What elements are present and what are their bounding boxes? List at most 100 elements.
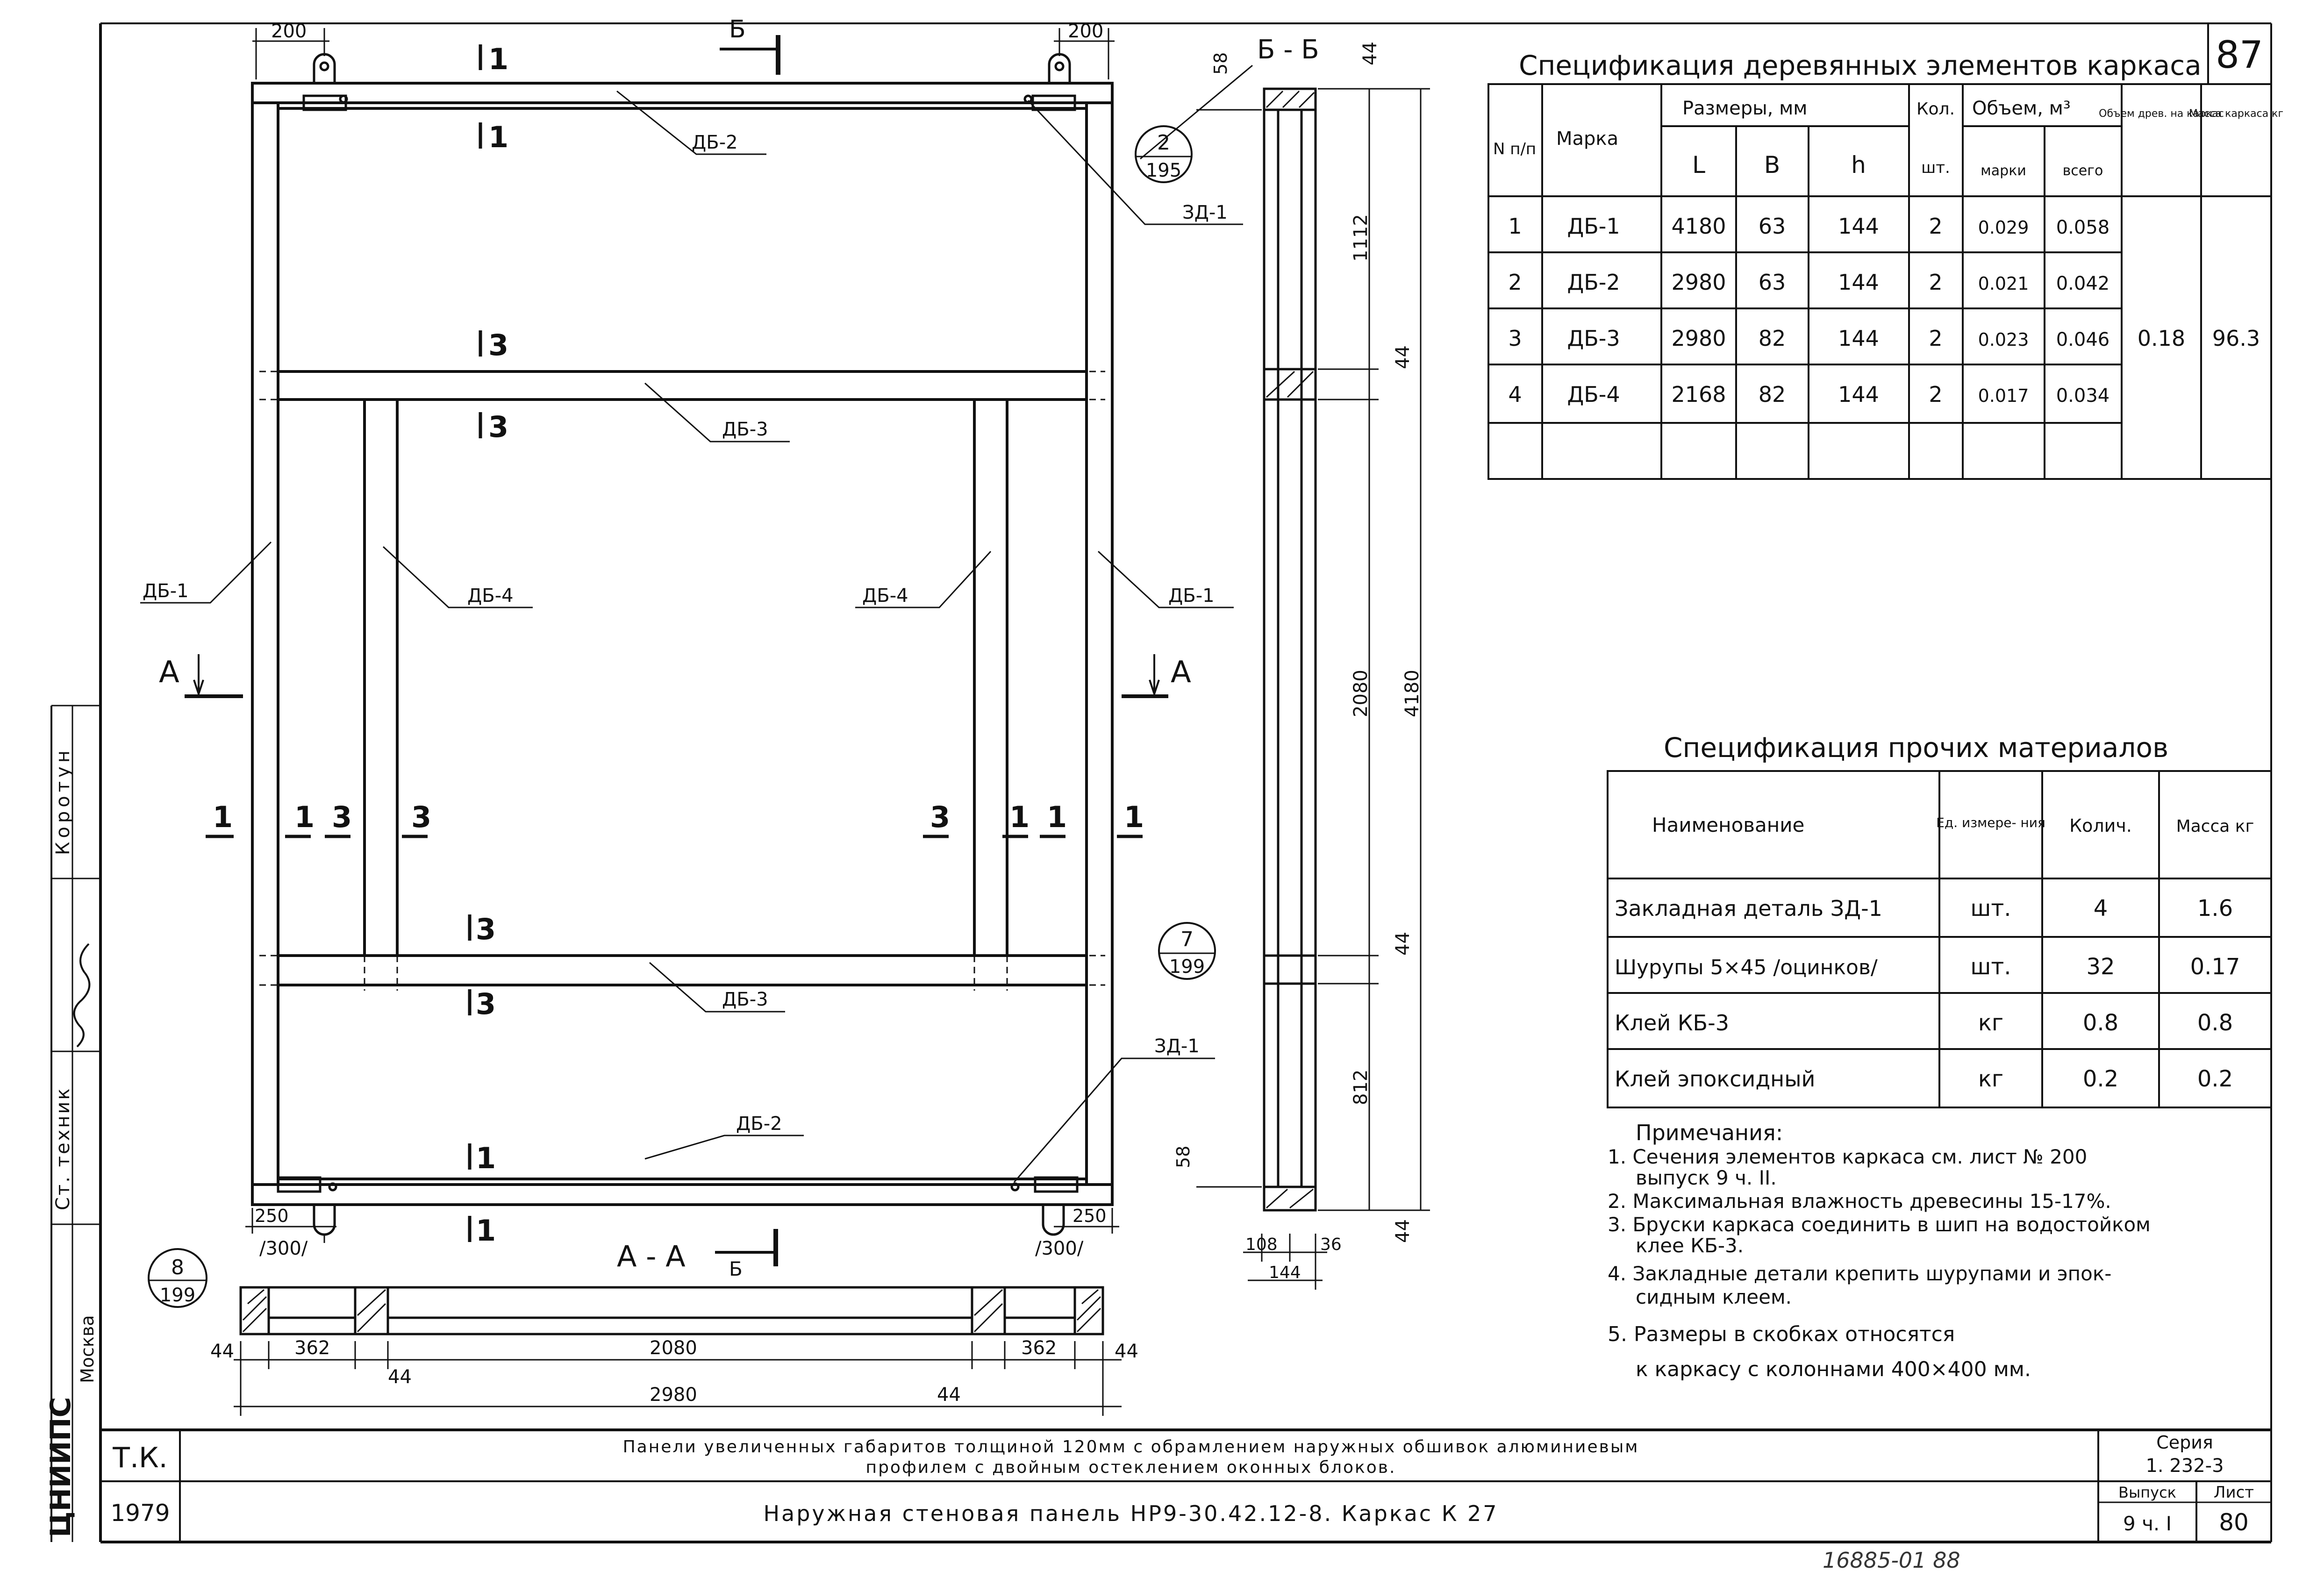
svg-text:144: 144: [1838, 382, 1879, 407]
svg-text:2: 2: [1929, 214, 1942, 239]
sheet-frame: [50, 22, 2272, 1543]
tb-sheet-label: Лист: [2214, 1483, 2254, 1502]
table-row: 2 ДБ-2 2980 63 144 2 0.021 0.042: [1508, 270, 2109, 295]
svg-text:4180: 4180: [1671, 214, 1726, 239]
note-line: выпуск 9 ч. II.: [1636, 1166, 1777, 1189]
svg-text:4: 4: [2094, 895, 2108, 921]
dim-bb-812: 812: [1350, 1070, 1372, 1105]
svg-text:144: 144: [1838, 270, 1879, 295]
svg-text:2168: 2168: [1671, 382, 1726, 407]
svg-text:ДБ-3: ДБ-3: [1567, 326, 1620, 351]
svg-text:0.034: 0.034: [2056, 385, 2110, 407]
svg-text:2: 2: [1929, 270, 1942, 295]
hdr-sizes: Размеры, мм: [1682, 98, 1807, 119]
svg-text:0.058: 0.058: [2056, 217, 2110, 238]
hdr-unit: Ед. измере- ния: [1936, 815, 2045, 830]
dim-200-right: 200: [1068, 21, 1103, 42]
stamp-role: Ст. техник: [52, 1086, 74, 1210]
footer-handwriting: 16885-01 88: [1823, 1548, 1960, 1573]
svg-text:63: 63: [1759, 214, 1786, 239]
notes: Примечания: 1. Сечения элементов каркаса…: [1608, 1120, 2151, 1381]
svg-text:4: 4: [1508, 382, 1522, 407]
corner-sheet-number: 87: [2216, 33, 2263, 77]
dim-bb-4180: 4180: [1402, 670, 1423, 717]
pos-mark: 3: [930, 800, 950, 834]
svg-text:0.17: 0.17: [2190, 954, 2240, 980]
dim-aa-362-b: 362: [1021, 1337, 1057, 1359]
svg-text:ДБ-4: ДБ-4: [1567, 382, 1620, 407]
note-line: сидным клеем.: [1636, 1285, 1792, 1308]
pos-mark: 1: [488, 120, 508, 154]
section-bb-title: Б - Б: [1257, 35, 1319, 65]
section-aa-profile: [239, 1286, 1104, 1335]
spec-wood-header: N п/п Марка Размеры, мм L B h Кол. шт. О…: [1493, 98, 2283, 179]
leader-db1-right: ДБ-1: [1168, 585, 1215, 607]
note-line: клее КБ-3.: [1636, 1234, 1744, 1257]
hdr-B: B: [1764, 151, 1780, 179]
dim-bb-36: 36: [1320, 1235, 1342, 1254]
position-underlines: [206, 44, 1143, 1242]
svg-text:82: 82: [1759, 326, 1786, 351]
pos-mark: 1: [488, 42, 508, 76]
svg-text:199: 199: [1169, 956, 1205, 978]
dim-bb-44-a: 44: [1392, 345, 1414, 369]
stamp-org: Москва: [77, 1315, 98, 1383]
callout-8-199: 8 199: [148, 1248, 207, 1308]
dim-bb-2080: 2080: [1350, 670, 1372, 717]
dim-bb-44-b: 44: [1392, 932, 1414, 956]
tb-issue-label: Выпуск: [2118, 1484, 2176, 1501]
section-bb-dims: [1196, 88, 1430, 1290]
tb-line2: профилем с двойным остеклением оконных б…: [866, 1458, 1396, 1477]
section-aa-hatch: [242, 1289, 1101, 1333]
frame-mass: 96.3: [2212, 326, 2260, 351]
table-row: Клей КБ-3 кг 0.8 0.8: [1615, 1010, 2233, 1036]
svg-text:кг: кг: [1978, 1066, 2003, 1092]
stamp-signature: [73, 943, 91, 1048]
section-arrow-a-right: [1122, 654, 1168, 698]
position-marks: 1 1 3 3 3 3 1 1 1 1 1 3 3 1 1 3 3 1: [213, 42, 1144, 1248]
spec-other-header: Наименование Ед. измере- ния Колич. Масс…: [1652, 814, 2254, 836]
hdr-vol-mark: марки: [1981, 163, 2026, 179]
dim-300-right: /300/: [1035, 1238, 1084, 1259]
pos-mark: 3: [488, 328, 508, 362]
notes-title: Примечания:: [1636, 1120, 1783, 1145]
leader-db2-bottom: ДБ-2: [736, 1113, 782, 1135]
svg-text:шт.: шт.: [1970, 895, 2011, 921]
section-bb-profile: [1263, 87, 1317, 1212]
svg-text:Шурупы 5×45 /оцинков/: Шурупы 5×45 /оцинков/: [1615, 956, 1878, 979]
leader-db2-top: ДБ-2: [692, 132, 738, 153]
pos-mark: 3: [411, 800, 431, 834]
svg-text:Клей КБ-3: Клей КБ-3: [1615, 1010, 1729, 1035]
hidden-lines: [259, 371, 1105, 991]
section-a-left: А: [159, 655, 179, 690]
svg-text:ДБ-2: ДБ-2: [1567, 270, 1620, 295]
svg-text:Закладная деталь ЗД-1: Закладная деталь ЗД-1: [1615, 896, 1882, 921]
dim-bb-144: 144: [1269, 1263, 1301, 1282]
tb-year: 1979: [110, 1499, 170, 1527]
leader-zd1-bottom: ЗД-1: [1154, 1035, 1200, 1057]
svg-text:195: 195: [1146, 160, 1181, 181]
dim-aa-44-b: 44: [1115, 1341, 1138, 1362]
stamp-name: Коротун: [52, 747, 74, 855]
section-arrow-b: [720, 35, 780, 75]
hdr-mass2: Масса кг: [2176, 817, 2254, 836]
section-arrow-b-bottom: [715, 1229, 778, 1266]
svg-text:8: 8: [171, 1256, 184, 1279]
svg-text:82: 82: [1759, 382, 1786, 407]
pos-mark: 3: [476, 912, 496, 946]
hdr-mass: Масса каркаса кг: [2189, 108, 2283, 120]
dim-bb-1112: 1112: [1350, 214, 1372, 262]
leader-db4-right: ДБ-4: [862, 585, 908, 607]
note-line: 1. Сечения элементов каркаса см. лист № …: [1608, 1145, 2087, 1168]
svg-text:2: 2: [1929, 326, 1942, 351]
svg-text:ДБ-1: ДБ-1: [1567, 214, 1620, 239]
spec-wood-title: Спецификация деревянных элементов каркас…: [1519, 50, 2202, 81]
spec-wood-rows: 1 ДБ-1 4180 63 144 2 0.029 0.058 2 ДБ-2 …: [1508, 214, 2260, 407]
table-row: Шурупы 5×45 /оцинков/ шт. 32 0.17: [1615, 954, 2240, 980]
top-dimensions: [252, 28, 1115, 79]
hdr-name: Наименование: [1652, 814, 1804, 836]
svg-text:0.8: 0.8: [2197, 1010, 2233, 1036]
spec-other-title: Спецификация прочих материалов: [1664, 732, 2168, 764]
section-b-bottom: Б: [729, 1257, 743, 1280]
